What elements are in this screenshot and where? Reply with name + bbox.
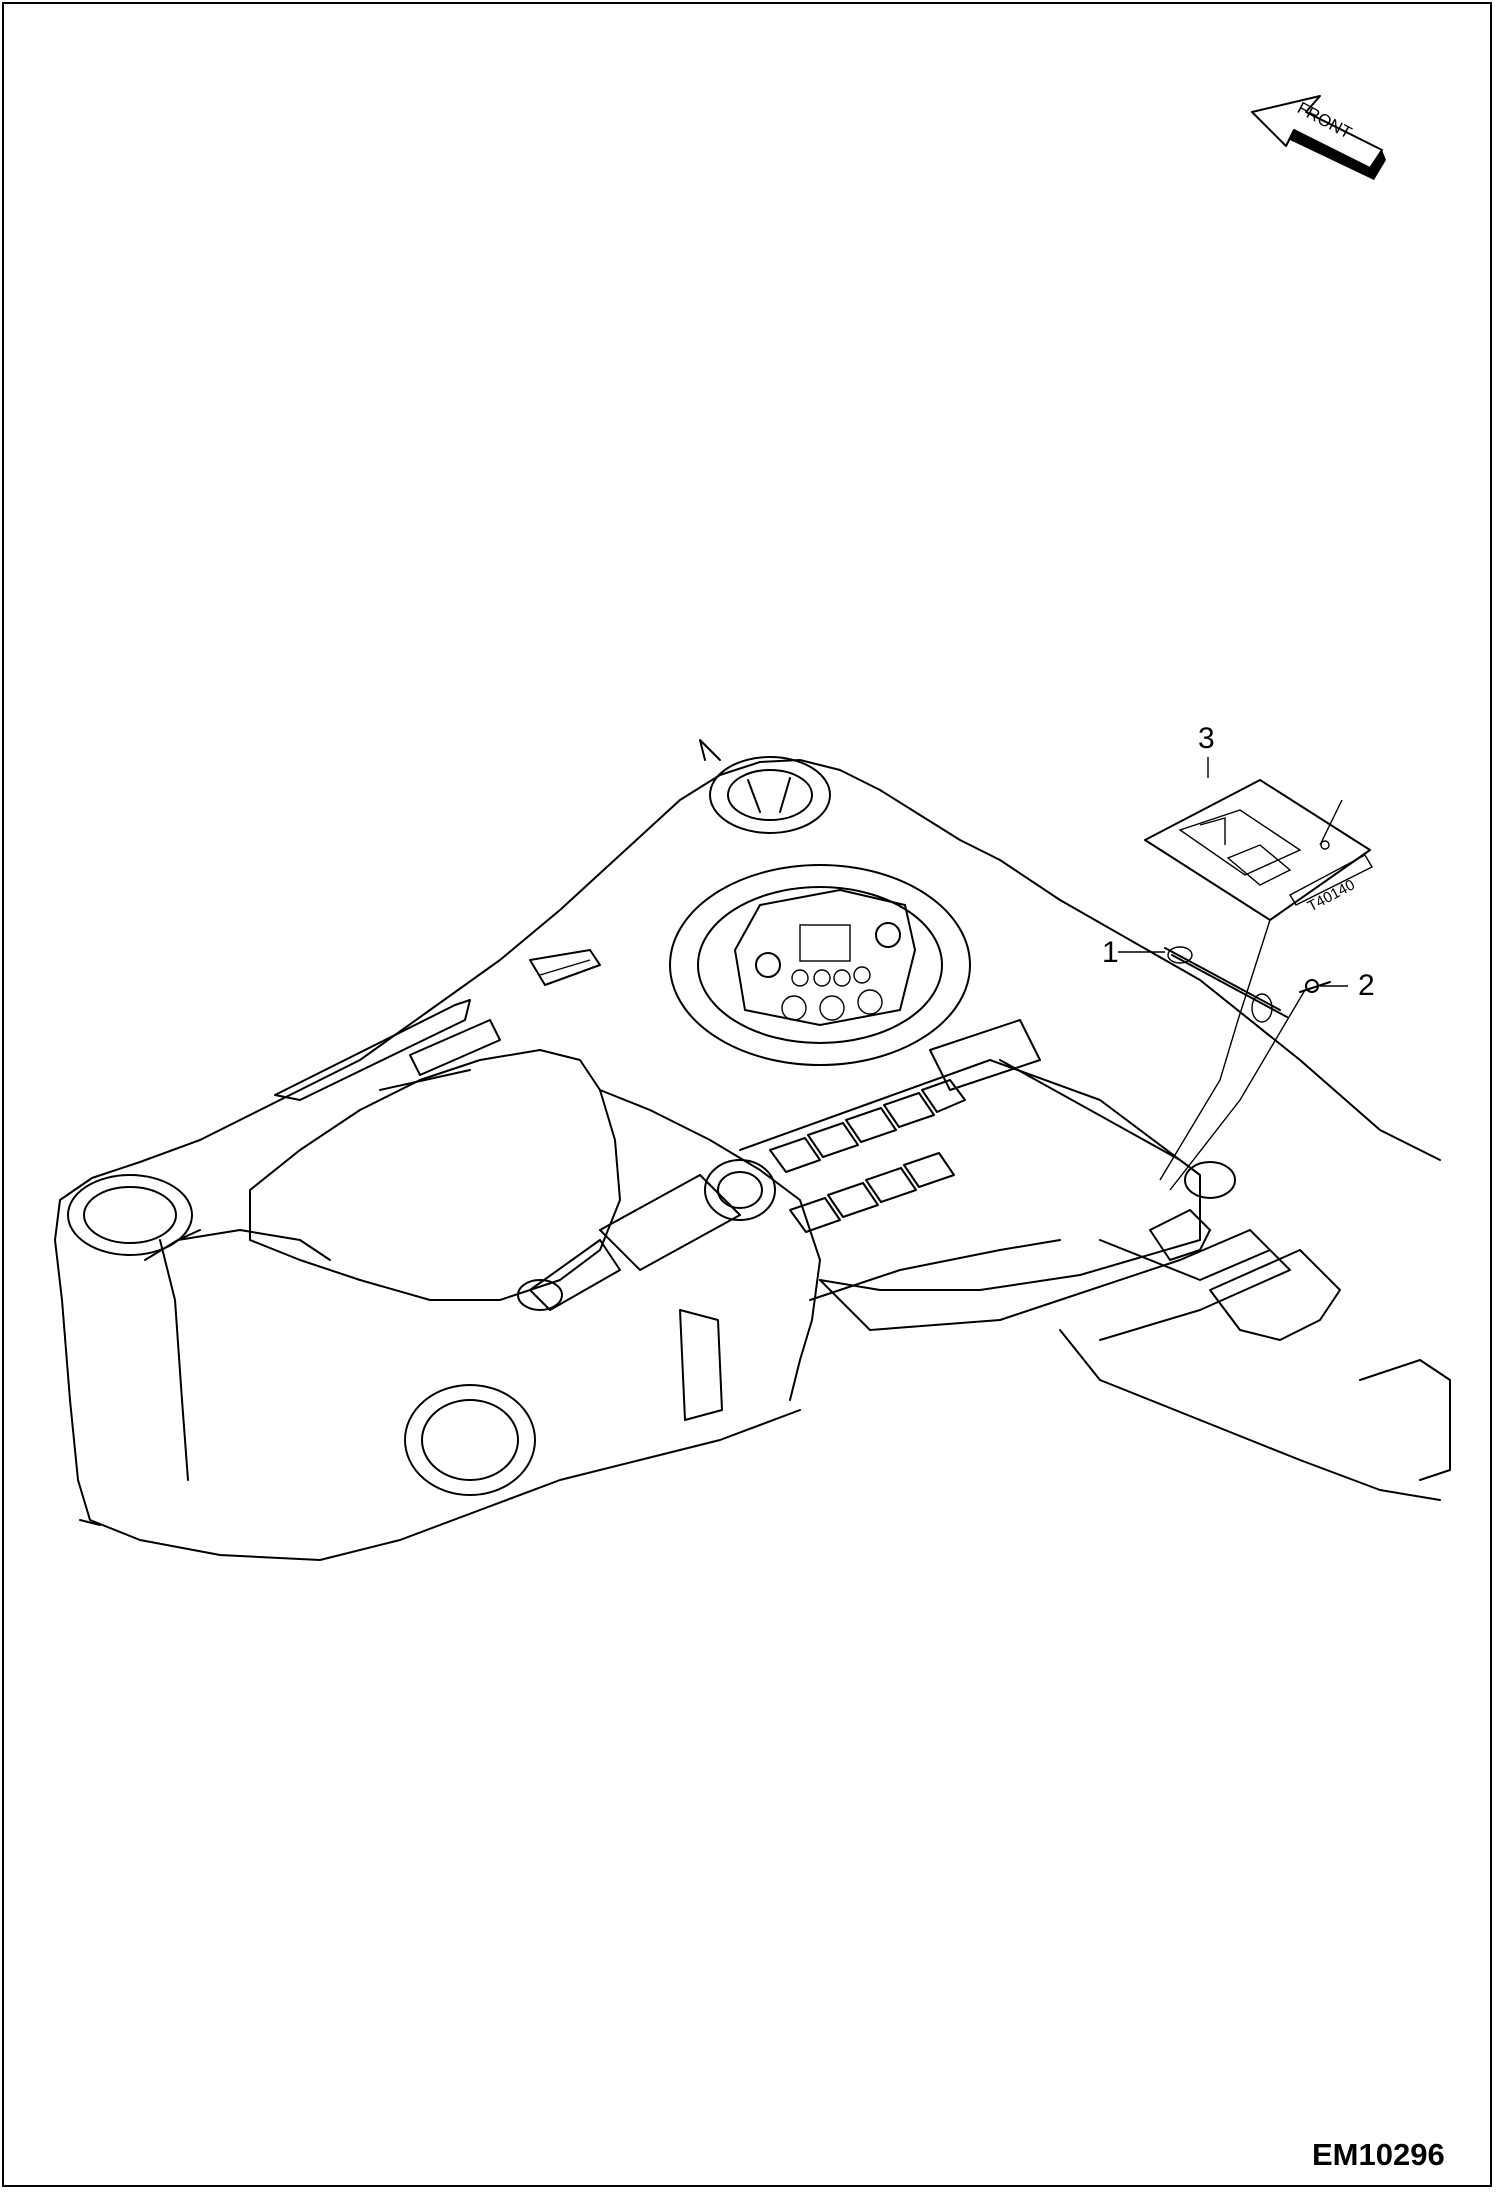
control-lever [517,1159,776,1311]
switch-panel [739,1019,1201,1291]
callout-2: 2 [1358,969,1375,1002]
switch-row-upper [769,1079,966,1173]
cup-holder-rear [709,756,831,834]
console-body [54,739,1061,1561]
cup-holder-left [67,1174,193,1256]
warning-decal: T40140 [1144,779,1373,921]
drawing-reference-code: EM10296 [1312,2137,1445,2172]
instrument-cluster [669,864,971,1066]
speaker-grille [404,1384,536,1496]
callout-1: 1 [1102,936,1119,969]
callout-3: 3 [1198,722,1215,755]
front-arrow: FRONT [1251,95,1386,180]
leader-lines [1118,757,1348,1191]
switch-row-lower [789,1152,955,1233]
rocker-switch [529,949,601,986]
floor-platform [999,859,1451,1501]
pin-part [1164,946,1288,1023]
